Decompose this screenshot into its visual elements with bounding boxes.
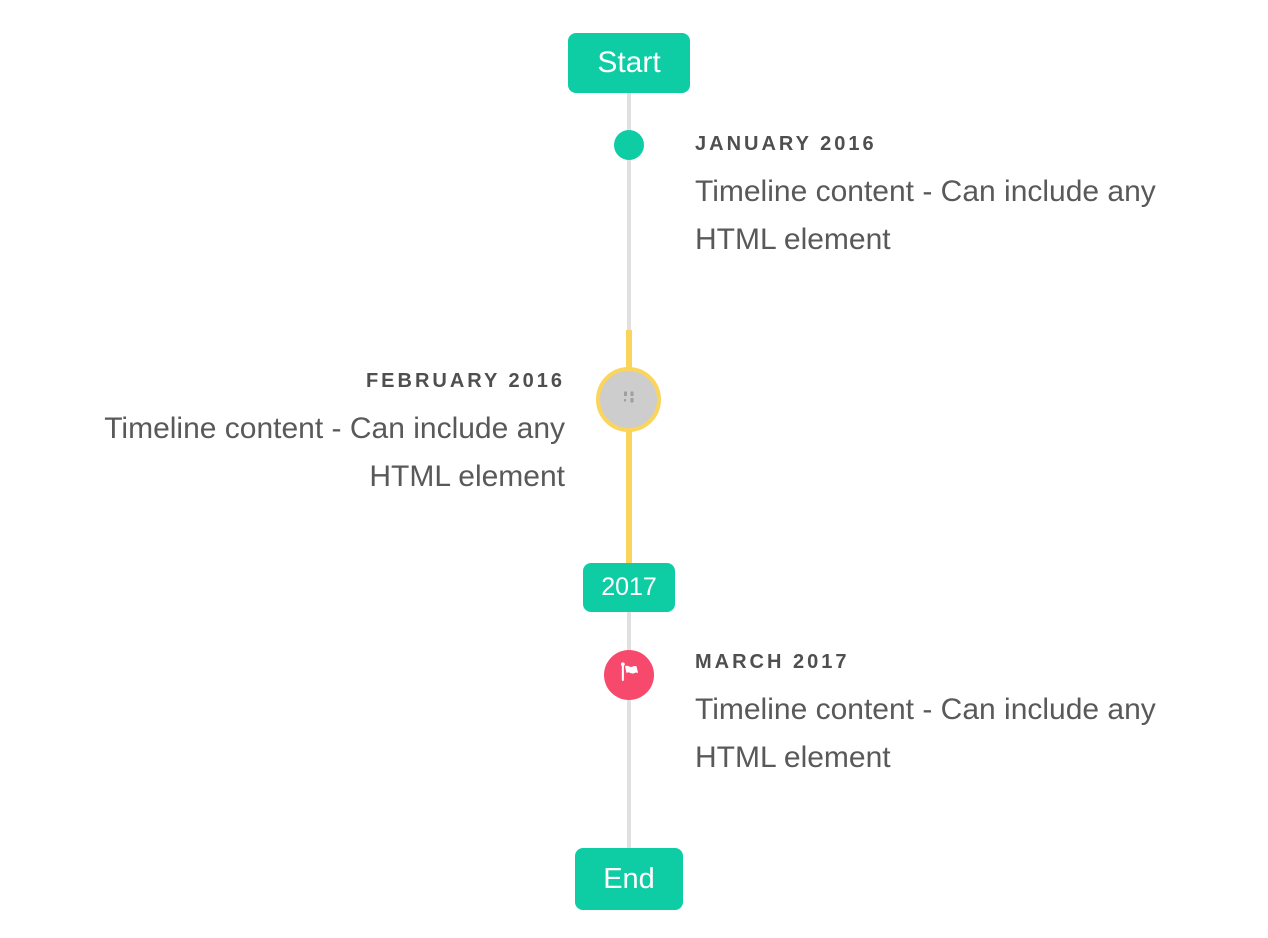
- entry-title: FEBRUARY 2016: [365, 370, 565, 392]
- year-badge-label: 2017: [601, 573, 657, 601]
- start-badge-label: Start: [597, 46, 661, 79]
- year-badge: 2017: [583, 563, 675, 612]
- timeline-marker-flag: [604, 650, 654, 700]
- entry-content: Timeline content - Can include any HTML …: [695, 175, 1156, 256]
- flag-icon: [616, 659, 643, 691]
- entry-title: MARCH 2017: [695, 651, 850, 673]
- entry-content: Timeline content - Can include any HTML …: [104, 412, 565, 493]
- broken-image-icon: [621, 390, 637, 409]
- timeline-marker-dot: [614, 130, 644, 160]
- timeline-marker-image: [596, 367, 661, 432]
- end-badge: End: [575, 848, 683, 910]
- timeline-entry-march: MARCH 2017 Timeline content - Can includ…: [695, 650, 1220, 782]
- timeline-entry-february: FEBRUARY 2016 Timeline content - Can inc…: [40, 369, 565, 501]
- entry-content: Timeline content - Can include any HTML …: [695, 693, 1156, 774]
- start-badge: Start: [568, 33, 690, 93]
- timeline-entry-january: JANUARY 2016 Timeline content - Can incl…: [695, 132, 1220, 264]
- timeline-line-highlight-segment: [626, 330, 632, 563]
- entry-title: JANUARY 2016: [695, 133, 877, 155]
- end-badge-label: End: [603, 862, 655, 895]
